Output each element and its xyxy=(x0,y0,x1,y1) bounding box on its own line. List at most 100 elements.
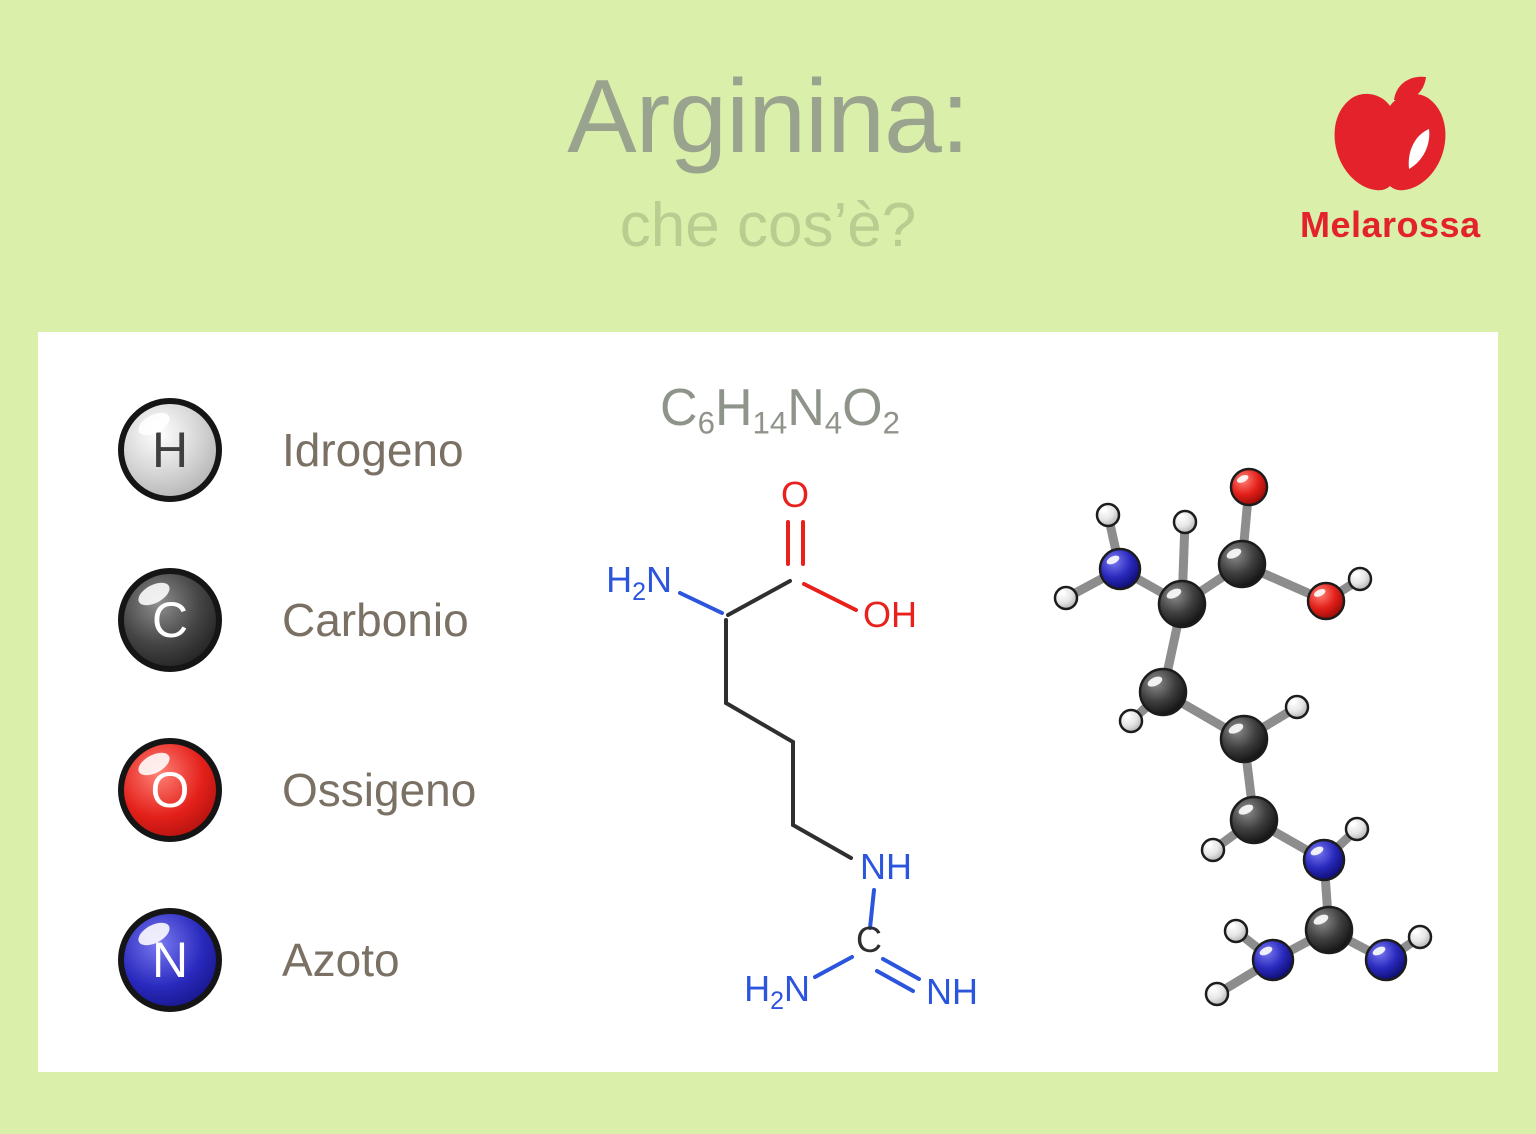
model-atom-C xyxy=(1219,714,1269,764)
formula-subscript: 4 xyxy=(824,405,843,441)
chemical-formula: C6H14N4O2 xyxy=(560,378,1000,442)
model-atom-highlight xyxy=(1412,929,1420,935)
model-atom-N xyxy=(1364,938,1408,982)
model-atom-H xyxy=(1053,585,1079,611)
formula-subscript: 6 xyxy=(697,405,715,441)
skeletal-bond xyxy=(791,823,853,860)
model-atom-highlight xyxy=(1226,548,1242,559)
skeletal-bond xyxy=(802,582,858,612)
legend-item-nitrogen: N Azoto xyxy=(118,908,476,1012)
model-atom-H xyxy=(1347,566,1373,592)
formula-element: O xyxy=(842,379,883,437)
skeletal-bond xyxy=(726,579,792,617)
model-atom-C xyxy=(1138,667,1188,717)
model-atom-C xyxy=(1157,579,1207,629)
skeletal-label-amine-top: H2N xyxy=(606,559,672,606)
model-atom-H xyxy=(1344,816,1370,842)
model-atom-H xyxy=(1223,918,1249,944)
label-part: N xyxy=(784,968,810,1009)
model-atom-highlight xyxy=(1238,804,1254,815)
formula-element: C xyxy=(660,379,698,437)
skeletal-bond xyxy=(813,955,854,979)
legend-label: Azoto xyxy=(282,934,400,986)
model-atom-highlight xyxy=(1106,555,1120,565)
skeletal-label-nh-bottom: NH xyxy=(926,971,978,1012)
oxygen-ball-icon: O xyxy=(118,738,222,842)
legend-label: Ossigeno xyxy=(282,764,477,816)
model-atom-highlight xyxy=(1313,914,1329,925)
model-atom-O xyxy=(1306,581,1346,621)
legend-label: Carbonio xyxy=(282,594,469,646)
apple-icon xyxy=(1334,76,1446,191)
hydrogen-ball-icon: H xyxy=(118,398,222,502)
skeletal-label-amine-bottom: H2N xyxy=(744,968,810,1015)
atom-symbol: C xyxy=(151,592,189,648)
model-atom-highlight xyxy=(1209,986,1217,992)
skeletal-bond xyxy=(881,957,921,981)
model-atom-H xyxy=(1284,694,1310,720)
formula-subscript: 2 xyxy=(882,405,900,441)
model-atom-highlight xyxy=(1100,507,1108,513)
skeletal-label-hydroxyl: OH xyxy=(863,594,917,635)
atom-symbol: N xyxy=(151,932,189,988)
model-atom-N xyxy=(1302,838,1346,882)
model-atom-highlight xyxy=(1205,842,1213,848)
skeletal-bond xyxy=(678,591,724,615)
model-atom-H xyxy=(1407,924,1433,950)
formula-element: N xyxy=(787,379,825,437)
formula-subscript: 14 xyxy=(752,405,788,441)
legend-item-hydrogen: H Idrogeno xyxy=(118,398,476,502)
model-atom-N xyxy=(1098,547,1142,591)
skeletal-bond xyxy=(868,888,876,930)
model-atom-highlight xyxy=(1289,699,1297,705)
model-atom-highlight xyxy=(1313,588,1326,597)
label-part: H xyxy=(744,968,770,1009)
model-atom-highlight xyxy=(1058,590,1066,596)
carbon-ball-icon: C xyxy=(118,568,222,672)
skeletal-label-oxygen: O xyxy=(781,474,809,515)
atom-symbol: O xyxy=(150,762,190,818)
atom-symbol: H xyxy=(151,422,189,478)
model-atom-highlight xyxy=(1236,474,1249,483)
model-atom-highlight xyxy=(1310,846,1324,856)
model-atom-H xyxy=(1095,502,1121,528)
model-atom-highlight xyxy=(1372,946,1386,956)
skeletal-label-carbon: C xyxy=(856,919,882,960)
model-atom-highlight xyxy=(1166,588,1182,599)
formula-element: H xyxy=(714,379,753,437)
brand-name: Melarossa xyxy=(1300,204,1481,245)
model-atom-C xyxy=(1229,795,1279,845)
model-atom-O xyxy=(1229,467,1269,507)
model-atom-highlight xyxy=(1349,821,1357,827)
model-atom-highlight xyxy=(1259,946,1273,956)
model-atom-highlight xyxy=(1177,514,1185,520)
model-atom-C xyxy=(1304,905,1354,955)
label-part: 2 xyxy=(632,578,646,606)
skeletal-bond xyxy=(875,969,915,993)
nitrogen-ball-icon: N xyxy=(118,908,222,1012)
label-part: 2 xyxy=(770,987,784,1015)
ball-stick-model xyxy=(1053,467,1433,1007)
page-title: Arginina: xyxy=(567,59,969,175)
legend-item-oxygen: O Ossigeno xyxy=(118,738,476,842)
model-atom-highlight xyxy=(1228,723,1244,734)
model-atom-highlight xyxy=(1147,676,1163,687)
legend-label: Idrogeno xyxy=(282,424,464,476)
page-subtitle: che cos’è? xyxy=(619,191,917,260)
label-part: H xyxy=(606,559,632,600)
skeletal-bond xyxy=(724,701,795,744)
model-atom-N xyxy=(1251,938,1295,982)
atom-legend: H Idrogeno C Carbonio O Ossigeno N Azoto xyxy=(118,398,476,1012)
model-atom-H xyxy=(1204,981,1230,1007)
label-part: N xyxy=(646,559,672,600)
model-atom-highlight xyxy=(1123,713,1131,719)
skeletal-label-nh: NH xyxy=(860,846,912,887)
model-atom-highlight xyxy=(1352,571,1360,577)
legend-item-carbon: C Carbonio xyxy=(118,568,476,672)
brand-logo: Melarossa xyxy=(1300,72,1480,246)
model-atom-C xyxy=(1217,539,1267,589)
model-atom-highlight xyxy=(1228,923,1236,929)
model-atom-H xyxy=(1118,708,1144,734)
model-atom-H xyxy=(1200,837,1226,863)
